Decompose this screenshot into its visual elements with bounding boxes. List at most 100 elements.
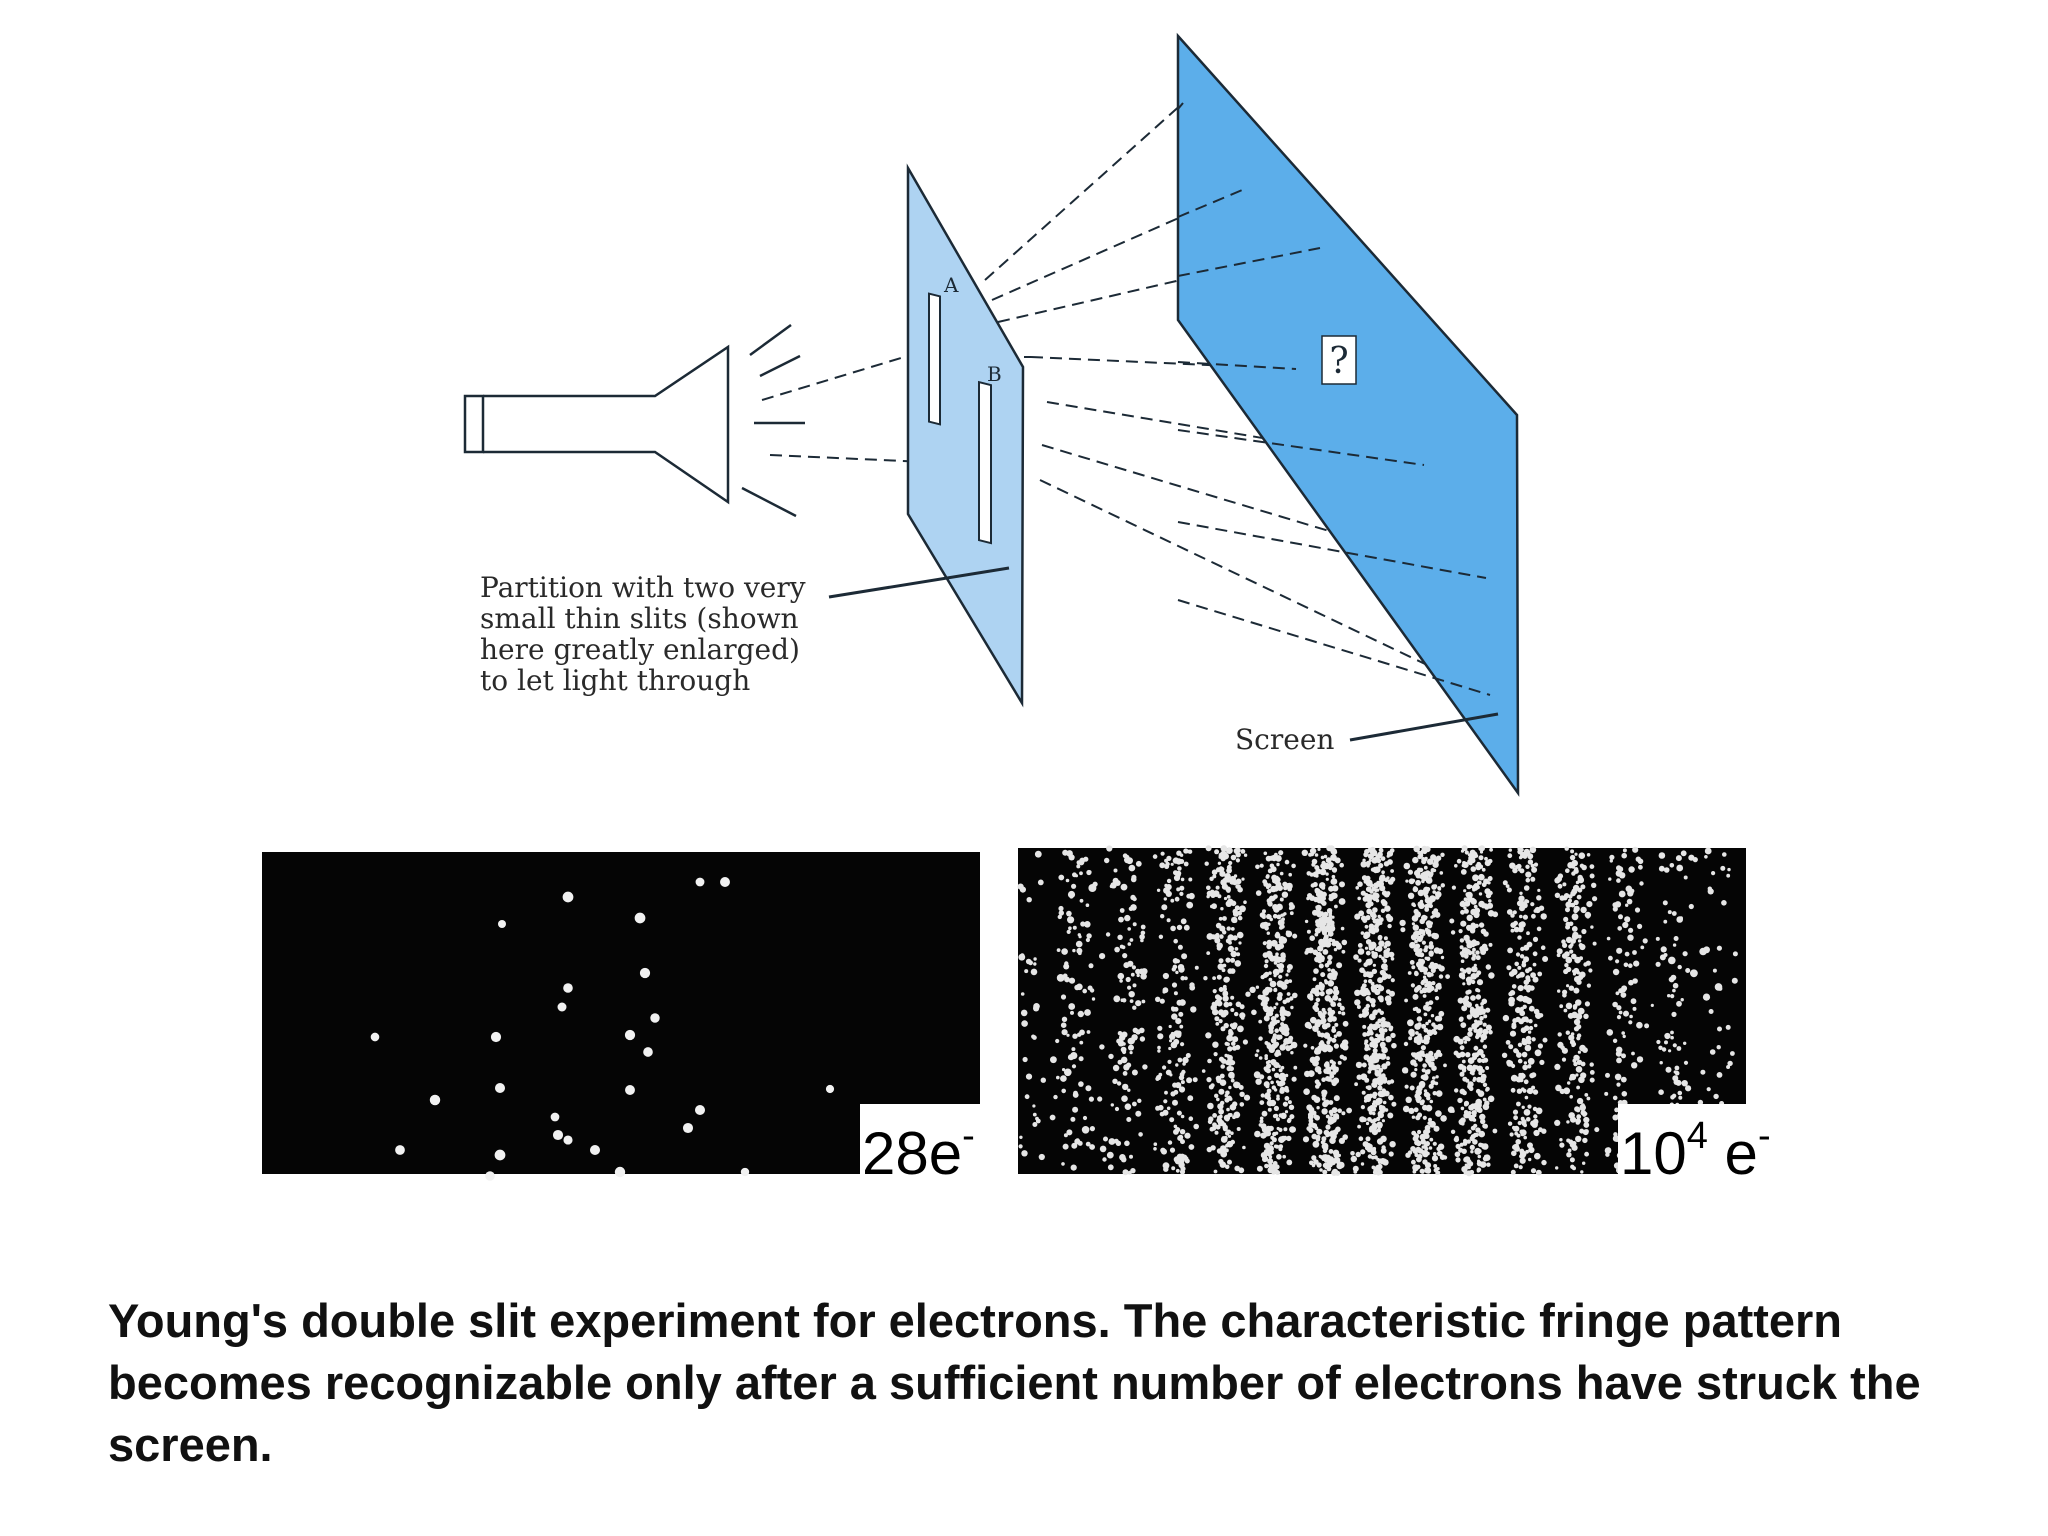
electron-hit <box>1418 928 1423 933</box>
electron-hit <box>1285 1045 1290 1050</box>
electron-hit <box>1369 911 1376 918</box>
electron-hit <box>1288 979 1293 983</box>
electron-hit <box>1372 963 1376 967</box>
electron-hit <box>1333 1034 1338 1038</box>
electron-hit <box>1056 974 1065 982</box>
electron-hit <box>1033 957 1037 961</box>
electron-hit <box>1382 891 1386 895</box>
electron-hit <box>1414 988 1419 993</box>
electron-hit <box>1317 1070 1322 1075</box>
electron-hit <box>1230 927 1235 931</box>
electron-hit <box>1314 887 1320 893</box>
electron-hit <box>1286 1135 1292 1142</box>
electron-hit <box>1287 886 1292 892</box>
electron-hit <box>1067 890 1076 899</box>
electron-hit <box>1333 947 1338 952</box>
electron-hit <box>1267 1167 1274 1174</box>
electron-hit <box>1510 1169 1516 1175</box>
electron-hit <box>1462 1090 1467 1096</box>
electron-hit <box>1170 1091 1176 1097</box>
electron-hit <box>1324 995 1332 1002</box>
electron-hit <box>1569 1076 1573 1081</box>
electron-hit <box>1574 852 1578 856</box>
electron-hit <box>1177 944 1183 950</box>
electron-hit <box>1266 898 1272 904</box>
electron-hit <box>1455 1157 1461 1163</box>
electron-hit <box>1172 964 1178 970</box>
electron-hit <box>1632 978 1638 984</box>
electron-hit <box>1329 1112 1334 1117</box>
screen-label: Screen <box>1235 723 1334 756</box>
electron-hit <box>1378 985 1385 992</box>
electron-hit <box>1384 995 1392 1002</box>
electron-hit <box>1129 999 1134 1003</box>
electron-hit <box>497 919 507 929</box>
electron-hit <box>1481 882 1487 888</box>
electron-hit <box>1522 1088 1527 1093</box>
electron-hit <box>1176 924 1183 931</box>
electron-hit <box>1408 1036 1413 1041</box>
electron-hit <box>1433 908 1439 914</box>
electron-hit <box>1573 967 1580 974</box>
electron-hit <box>1429 1099 1434 1104</box>
electron-hit <box>1291 863 1296 869</box>
electron-hit <box>562 891 574 903</box>
electron-hit <box>1035 1118 1041 1124</box>
electron-hit <box>1163 1166 1169 1172</box>
electron-hit <box>1459 938 1465 943</box>
electron-hit <box>1020 1009 1028 1017</box>
electron-hit <box>1381 1073 1386 1078</box>
electron-hit <box>1435 855 1442 861</box>
electron-hit <box>1321 1136 1327 1142</box>
electron-hit <box>639 967 651 979</box>
electron-hit <box>1288 1035 1294 1041</box>
electron-hit <box>1368 1093 1374 1099</box>
electron-hit <box>1670 994 1675 999</box>
electron-hit <box>1113 868 1118 873</box>
electron-hit <box>1320 920 1327 927</box>
electron-hit <box>1325 1124 1331 1130</box>
electron-hit <box>1524 1095 1529 1100</box>
electron-hit <box>1483 1014 1488 1019</box>
electron-hit <box>1554 892 1561 898</box>
electron-hit <box>1523 885 1530 891</box>
electron-hit <box>1582 1047 1588 1053</box>
electron-hit <box>1277 1064 1281 1068</box>
electron-hit <box>1132 1101 1137 1107</box>
electron-hit <box>1388 1094 1394 1101</box>
electron-hit <box>1527 1064 1532 1069</box>
electron-hit <box>1575 1135 1582 1143</box>
electron-hit <box>1575 1066 1583 1073</box>
electron-hit <box>1412 924 1420 931</box>
electron-hit <box>1206 951 1211 955</box>
electron-hit <box>1278 1068 1283 1073</box>
electron-hit <box>1418 902 1425 909</box>
electron-hit <box>1434 1081 1439 1086</box>
electron-hit <box>1179 885 1185 891</box>
electron-hit <box>1230 1131 1234 1135</box>
electron-hit <box>1368 946 1373 951</box>
electron-hit <box>1462 982 1466 986</box>
electron-hit <box>1171 1013 1178 1020</box>
electron-hit <box>1116 1038 1122 1044</box>
electron-hit <box>1541 1128 1547 1134</box>
electron-hit <box>1321 891 1327 898</box>
electron-hit <box>1277 919 1285 927</box>
electron-hit <box>1569 1095 1573 1099</box>
electron-hit <box>1157 1049 1161 1053</box>
electron-hit <box>1222 995 1229 1002</box>
electron-hit <box>1677 1090 1683 1096</box>
electron-hit <box>1520 1116 1525 1121</box>
electron-hit <box>1275 952 1279 956</box>
electron-hit <box>1222 916 1227 921</box>
electron-hit <box>1230 1078 1235 1083</box>
electron-hit <box>1315 1048 1322 1055</box>
electron-hit <box>1525 899 1530 904</box>
electron-hit <box>1484 860 1491 867</box>
electron-hit <box>1162 1065 1167 1070</box>
electron-hit <box>1568 898 1572 903</box>
electron-hit <box>1218 958 1224 964</box>
electron-hit <box>1372 907 1378 913</box>
electron-hit <box>1264 1092 1271 1099</box>
electron-hit <box>1434 1055 1438 1060</box>
